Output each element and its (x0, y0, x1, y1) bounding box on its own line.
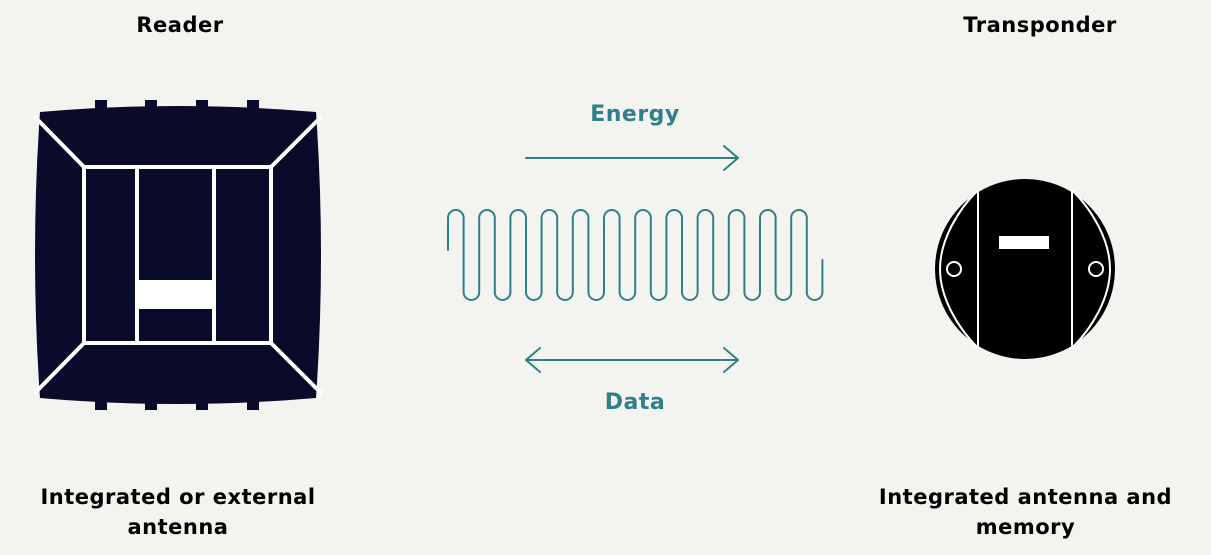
rf-wave (447, 209, 824, 301)
transponder-caption-line1: Integrated antenna and (878, 485, 1173, 509)
reader-title: Reader (136, 13, 224, 37)
data-label: Data (604, 390, 666, 415)
reader-caption-line2: antenna (127, 515, 229, 539)
transponder-caption-line2: memory (975, 515, 1076, 539)
energy-label: Energy (590, 102, 680, 127)
transponder-title: Transponder (963, 13, 1117, 37)
reader-caption-line1: Integrated or external (40, 485, 316, 509)
transponder-caption: Integrated antenna and memory (840, 482, 1211, 542)
reader-caption: Integrated or external antenna (0, 482, 356, 542)
